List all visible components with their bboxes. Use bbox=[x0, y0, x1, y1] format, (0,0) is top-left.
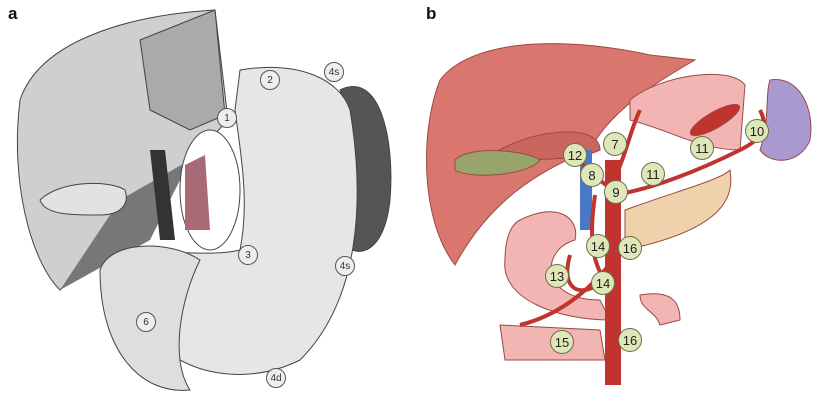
gallbladder-b bbox=[454, 150, 541, 176]
station-marker: 13 bbox=[545, 264, 569, 288]
station-marker: 14 bbox=[591, 271, 615, 295]
station-marker: 9 bbox=[604, 180, 628, 204]
station-marker: 2 bbox=[260, 70, 280, 90]
station-marker: 4s bbox=[335, 256, 355, 276]
station-marker: 6 bbox=[136, 312, 156, 332]
station-marker: 4d bbox=[266, 368, 286, 388]
station-marker: 7 bbox=[603, 132, 627, 156]
duodenum-b bbox=[504, 211, 611, 321]
station-marker: 11 bbox=[641, 162, 665, 186]
station-marker: 12 bbox=[563, 143, 587, 167]
station-marker: 16 bbox=[618, 328, 642, 352]
station-marker: 1 bbox=[217, 108, 237, 128]
panel-b-drawing bbox=[426, 43, 812, 385]
station-marker: 14 bbox=[586, 234, 610, 258]
panel-label-a: a bbox=[8, 4, 18, 23]
panel-label-b: b bbox=[426, 4, 437, 23]
stomach-b bbox=[629, 73, 746, 151]
spleen-b bbox=[759, 79, 812, 161]
aorta-b bbox=[605, 160, 621, 385]
station-marker: 15 bbox=[550, 330, 574, 354]
pancreas-b bbox=[624, 168, 732, 251]
station-marker: 8 bbox=[580, 163, 604, 187]
station-marker: 3 bbox=[238, 245, 258, 265]
station-marker: 4s bbox=[324, 62, 344, 82]
station-marker: 11 bbox=[690, 136, 714, 160]
station-marker: 10 bbox=[745, 119, 769, 143]
station-marker: 16 bbox=[618, 236, 642, 260]
